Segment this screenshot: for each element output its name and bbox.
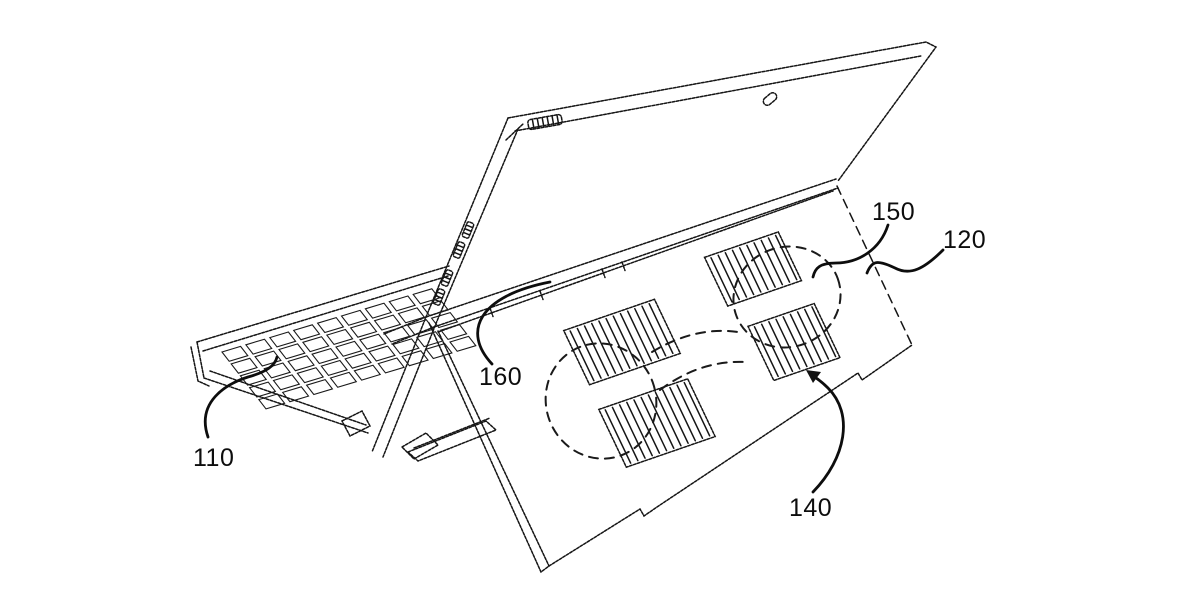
antenna-elements <box>562 231 842 469</box>
routing-link-upper <box>651 329 739 353</box>
routing-loop-right <box>732 245 842 349</box>
camera-hole <box>762 92 778 106</box>
foot-corner <box>400 432 440 460</box>
tablet-left-edge-outer <box>371 117 509 453</box>
leader-140 <box>811 374 845 494</box>
antenna-element-left <box>562 298 682 386</box>
keyboard-near-edge-inner <box>209 370 367 426</box>
routing-dashed-outline <box>544 245 842 460</box>
keyboard-left-endcap <box>190 341 210 387</box>
ref-label-kickstand-120: 120 <box>943 226 987 254</box>
keyboard-near-edge <box>203 377 369 434</box>
kickstand-left-leg-inner <box>437 330 550 567</box>
leader-150 <box>811 223 890 279</box>
tablet-top-edge-inner <box>514 55 922 132</box>
keyboard-keys <box>221 288 477 410</box>
leader-140-arrowhead <box>806 370 821 383</box>
leader-160 <box>476 280 552 366</box>
ref-label-hinge-160: 160 <box>479 363 523 391</box>
kickstand-left-leg-outer <box>428 322 550 574</box>
foot-bar <box>406 420 498 462</box>
keyboard-far-edge-inner <box>202 275 449 352</box>
hinge-edge-band <box>383 178 839 345</box>
keyboard-far-edge-outer <box>196 265 450 343</box>
kickstand-bottom-edge <box>548 344 913 567</box>
antenna-element-top <box>703 231 803 307</box>
ref-label-routing-150: 150 <box>872 198 916 226</box>
ref-label-antenna-140: 140 <box>789 494 833 522</box>
tablet-right-edge-hidden <box>836 185 913 346</box>
leader-lines <box>204 223 945 494</box>
antenna-element-right <box>746 302 842 382</box>
foot-bar-inner <box>413 417 491 449</box>
side-port-1 <box>461 221 475 239</box>
tablet-back-panel <box>371 41 938 458</box>
antenna-element-bottom <box>597 377 717 469</box>
hinge-band-outer <box>425 178 837 318</box>
ref-label-keyboard-110: 110 <box>193 444 235 472</box>
routing-link-lower <box>659 360 746 391</box>
kickstand-top-edge <box>437 190 834 333</box>
routing-loop-left <box>544 342 658 460</box>
keyboard <box>190 265 477 437</box>
tablet-top-right-edge <box>507 41 938 182</box>
top-edge-vent <box>527 113 563 131</box>
kickstand <box>428 185 913 574</box>
tablet-corner-bevel <box>505 123 524 141</box>
hinge-band-continuation-inner <box>391 326 435 345</box>
tablet-left-edge-inner <box>382 128 519 458</box>
leader-110 <box>204 355 279 439</box>
side-port-2 <box>452 241 466 259</box>
bottom-feet <box>400 417 498 462</box>
hinge-band-continuation-outer <box>383 316 427 335</box>
leader-120 <box>865 248 945 275</box>
keyboard-foot <box>340 410 372 437</box>
hinge-band-inner <box>433 187 839 328</box>
